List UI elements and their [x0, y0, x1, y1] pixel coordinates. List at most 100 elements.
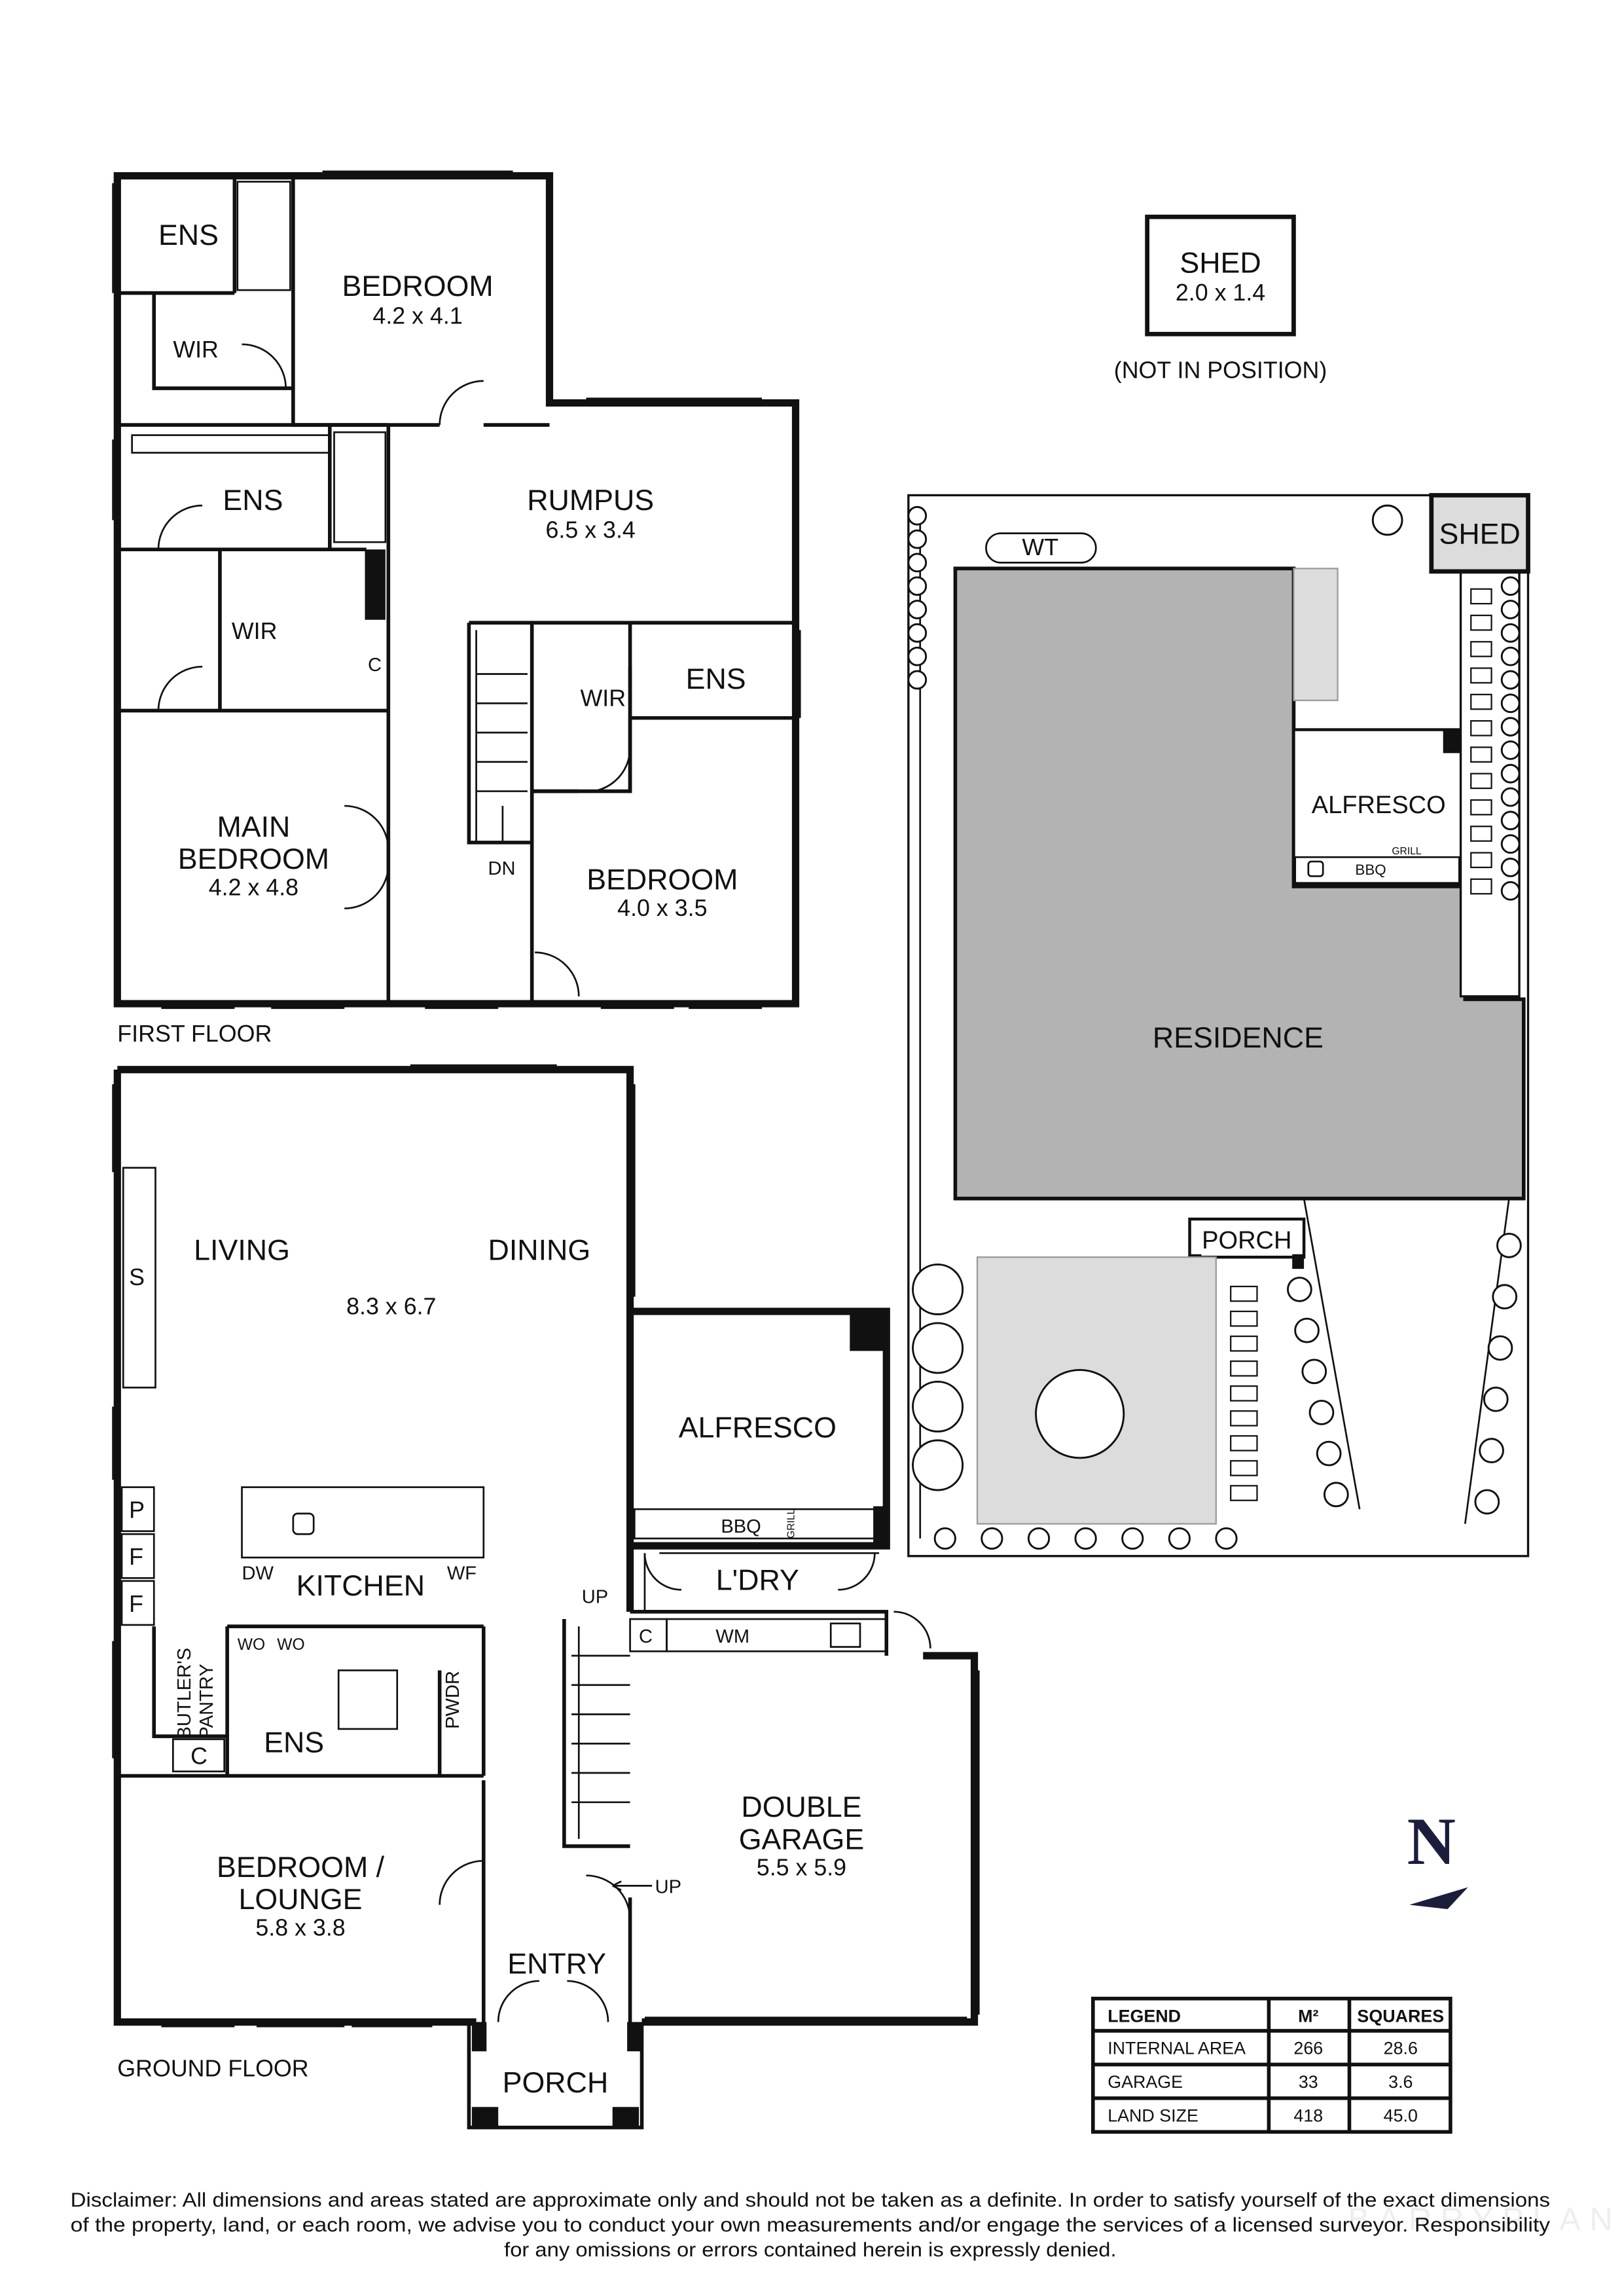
room-label: ENS	[264, 1726, 324, 1759]
oven-label: WO	[238, 1636, 265, 1654]
legend-cell: INTERNAL AREA	[1108, 2039, 1246, 2058]
room-dimension: 5.5 x 5.9	[757, 1855, 846, 1881]
shrub	[1500, 670, 1521, 690]
room-label: C	[368, 655, 382, 676]
shrub	[1027, 1527, 1051, 1550]
paver	[1230, 1485, 1258, 1501]
shed-label: SHED	[1439, 517, 1520, 550]
paver	[1470, 614, 1492, 631]
stair-label: UP	[655, 1877, 681, 1898]
porch-label: PORCH	[1202, 1227, 1291, 1254]
north-arrow-icon	[1409, 1887, 1468, 1910]
floor-label: GROUND FLOOR	[117, 2055, 308, 2081]
room-label: WIR	[581, 685, 626, 712]
room-label: PANTRY	[196, 1664, 217, 1739]
room-dimension: 4.2 x 4.8	[209, 874, 298, 900]
paver	[1230, 1310, 1258, 1327]
room-label: PWDR	[442, 1671, 463, 1729]
shrub	[907, 646, 928, 666]
shrub	[907, 505, 928, 526]
shrub	[1500, 763, 1521, 784]
tree	[1035, 1369, 1125, 1459]
shrub	[907, 623, 928, 643]
legend-cell: 28.6	[1384, 2039, 1418, 2058]
paver	[1470, 641, 1492, 657]
shrub	[1474, 1489, 1500, 1515]
shrub	[1215, 1527, 1238, 1550]
pantry-label: P	[129, 1497, 145, 1523]
paver	[1230, 1460, 1258, 1476]
cupboard-label: C	[190, 1743, 207, 1770]
legend-cell: GARAGE	[1108, 2072, 1183, 2092]
first-floor-plan: ENS BEDROOM 4.2 x 4.1 WIR ENS RUMPUS 6.5…	[112, 170, 801, 1047]
shed-dimension: 2.0 x 1.4	[1176, 280, 1265, 306]
shrub	[1316, 1440, 1342, 1467]
room-label: L'DRY	[716, 1563, 799, 1596]
shrub	[1287, 1277, 1312, 1302]
paver	[1230, 1285, 1258, 1302]
shrub	[1479, 1438, 1504, 1464]
stair-label: UP	[582, 1586, 608, 1607]
water-tank-label: WT	[1022, 534, 1058, 560]
paver	[1470, 693, 1492, 710]
room-label: BUTLER'S	[174, 1648, 195, 1740]
room-label: PORCH	[503, 2066, 609, 2099]
legend-cell: 266	[1293, 2039, 1323, 2058]
room-label: DOUBLE	[741, 1791, 861, 1823]
paver	[1230, 1335, 1258, 1352]
shrub	[907, 529, 928, 549]
room-label: KITCHEN	[297, 1569, 425, 1602]
tree	[912, 1322, 964, 1374]
shrub	[981, 1527, 1003, 1550]
room-label: ALFRESCO	[679, 1412, 837, 1444]
room-label: BEDROOM	[342, 270, 493, 302]
legend-cell: 418	[1293, 2106, 1323, 2126]
shed-detail: SHED 2.0 x 1.4 (NOT IN POSITION)	[1114, 214, 1327, 383]
paver	[1470, 746, 1492, 763]
paver	[1470, 588, 1492, 605]
shrub	[1168, 1527, 1191, 1550]
legend-cell: 45.0	[1384, 2106, 1418, 2126]
ground-floor-plan: LIVING DINING 8.3 x 6.7 S P F F KITCHEN …	[112, 1064, 980, 2130]
fridge-label: F	[129, 1591, 143, 1617]
grill-label: GRILL	[785, 1508, 797, 1539]
alfresco-label: ALFRESCO	[1312, 792, 1446, 819]
disclaimer-line: Disclaimer: All dimensions and areas sta…	[71, 2189, 1550, 2211]
legend-cell: 3.6	[1388, 2072, 1413, 2092]
room-label: ENTRY	[507, 1948, 606, 1980]
site-plan: WT SHED ALFRESCO GRILL BBQ RESIDENCE POR…	[907, 493, 1530, 1558]
room-label: DINING	[488, 1234, 591, 1267]
shrub	[1308, 1400, 1335, 1425]
shrub	[1500, 600, 1521, 619]
shrub	[907, 670, 928, 690]
paver	[1470, 799, 1492, 816]
stair-label: DN	[488, 858, 516, 879]
shed-label: SHED	[1180, 246, 1261, 279]
shrub	[1496, 1232, 1522, 1258]
floor-label: FIRST FLOOR	[117, 1021, 272, 1047]
room-label: BEDROOM /	[217, 1851, 385, 1884]
shrub	[1500, 787, 1521, 807]
dishwasher-label: DW	[242, 1563, 274, 1584]
couch-label: S	[129, 1264, 145, 1290]
shrub	[1483, 1386, 1509, 1412]
fridge-label: F	[129, 1544, 143, 1570]
shrub	[1500, 858, 1521, 877]
shrub	[1371, 504, 1403, 536]
shrub	[933, 1527, 956, 1550]
paver	[1230, 1410, 1258, 1427]
watermark: BARRYPLANT	[1348, 2201, 1622, 2237]
room-label: ENS	[686, 663, 746, 695]
wall-fridge-label: WF	[447, 1563, 477, 1584]
shrub	[1294, 1317, 1320, 1343]
room-dimension: 5.8 x 3.8	[255, 1914, 345, 1941]
grill-label: GRILL	[1392, 846, 1422, 857]
paver	[1470, 826, 1492, 842]
paver	[1230, 1360, 1258, 1377]
room-label: GARAGE	[739, 1823, 864, 1855]
paver	[1470, 878, 1492, 895]
room-dimension: 4.2 x 4.1	[372, 303, 462, 329]
tree	[912, 1381, 964, 1433]
disclaimer: BARRYPLANT Disclaimer: All dimensions an…	[71, 2189, 1622, 2261]
